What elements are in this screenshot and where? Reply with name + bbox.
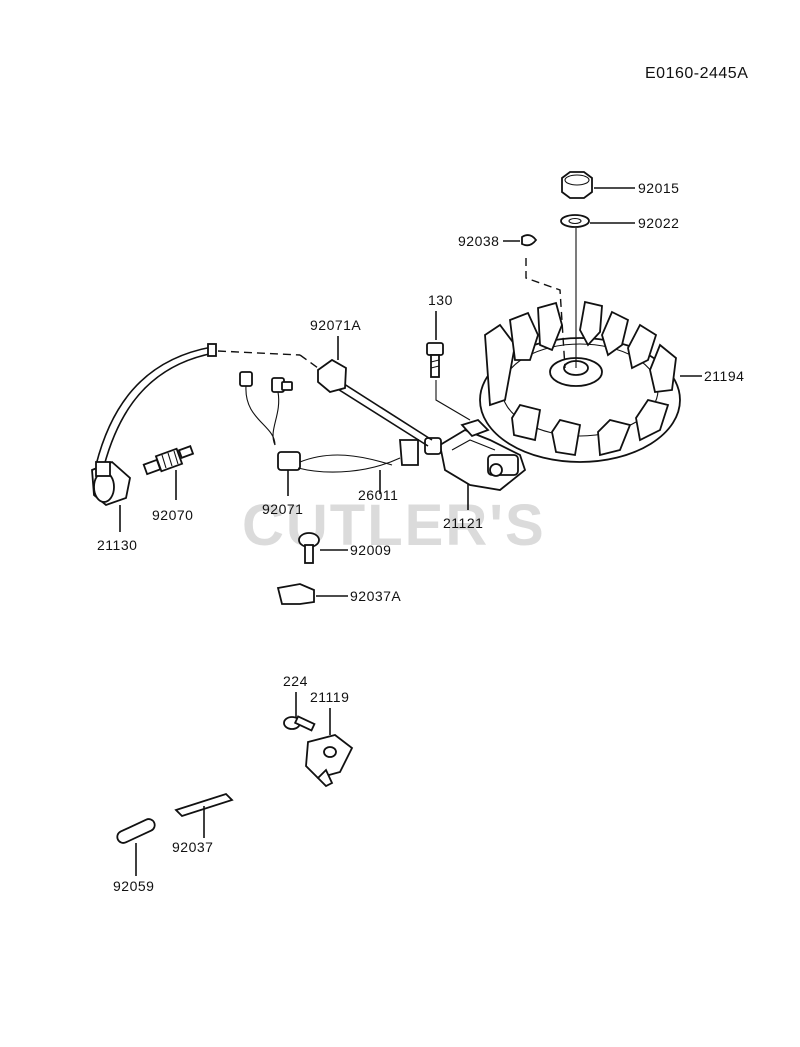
label-92059: 92059 (113, 878, 154, 894)
bolt-130-part (426, 342, 444, 378)
diagram-code: E0160-2445A (645, 65, 748, 82)
label-21194: 21194 (704, 368, 744, 384)
label-26011: 26011 (358, 487, 398, 503)
ignition-coil-part (424, 418, 527, 491)
nut-part (561, 171, 593, 199)
label-92022: 92022 (638, 215, 679, 231)
bolt-dash-line (435, 380, 471, 421)
ht-lead-upper (329, 374, 433, 441)
watermark: CUTLER'S (242, 493, 546, 558)
flywheel-part (479, 300, 681, 463)
plug-cable-dash (217, 350, 301, 356)
key-part (521, 234, 538, 247)
washer-part (560, 214, 590, 228)
label-224: 224 (283, 673, 308, 689)
label-130: 130 (428, 292, 453, 308)
label-92009: 92009 (350, 542, 391, 558)
label-92037: 92037 (172, 839, 213, 855)
plug-cap-part (91, 460, 131, 507)
label-21130: 21130 (97, 537, 137, 553)
pin-92059-part (116, 818, 156, 844)
plate-21119-part (305, 734, 354, 788)
label-92070: 92070 (152, 507, 193, 523)
label-92038: 92038 (458, 233, 499, 249)
label-92071a: 92071A (310, 317, 361, 333)
bracket-92037a-part (276, 583, 315, 605)
label-92015: 92015 (638, 180, 679, 196)
ht-lead-lower (324, 380, 429, 447)
label-21121: 21121 (443, 515, 483, 531)
key-dash-line (525, 258, 566, 369)
spark-plug-part (142, 445, 195, 476)
grommet-92071a-part (317, 358, 347, 393)
clip-92037-part (174, 792, 234, 818)
plug-cable-outer (95, 346, 213, 466)
label-92037a: 92037A (350, 588, 401, 604)
bolt-224-part (283, 715, 316, 732)
label-92071: 92071 (262, 501, 303, 517)
label-21119: 21119 (310, 689, 349, 705)
screw-92009-part (298, 532, 320, 564)
plug-cable-inner (103, 352, 215, 467)
wire-harness-part (239, 371, 419, 473)
